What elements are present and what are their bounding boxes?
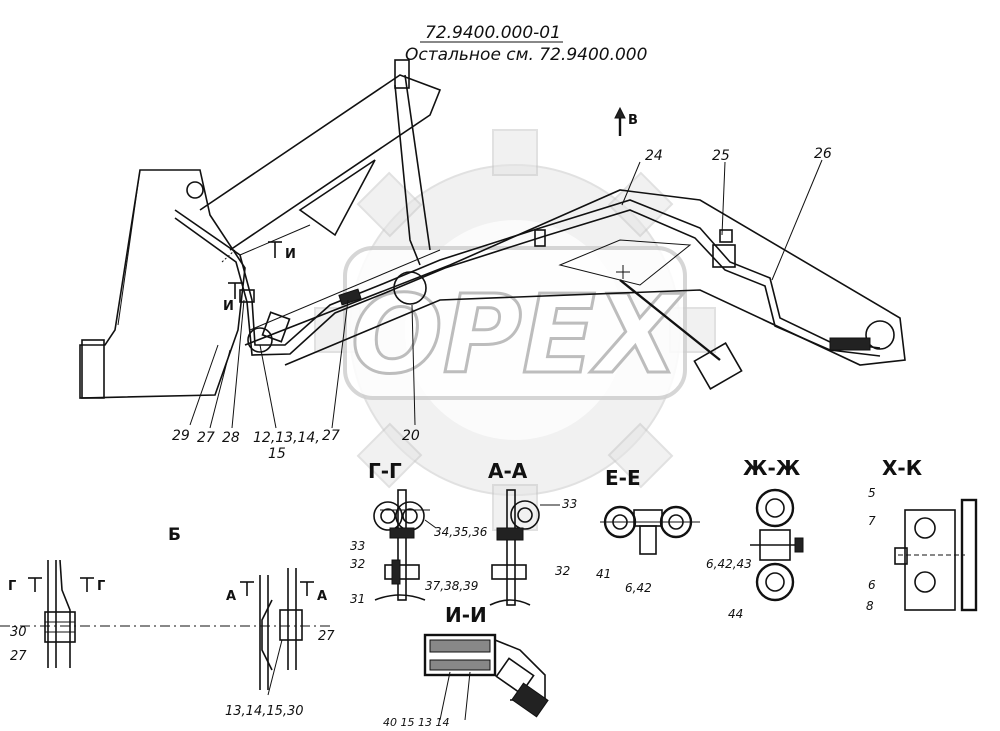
- callout-27a: 27: [197, 430, 215, 446]
- callout-12-13-14: 12,13,14,: [253, 430, 320, 446]
- section-gg-title: Г-Г: [368, 459, 402, 483]
- section-ee: Е-Е 41 6,42: [596, 466, 700, 595]
- view-arrow-label: В: [628, 113, 638, 128]
- section-ee-callout-6-42: 6,42: [625, 581, 652, 595]
- section-gg-callout-37: 37,38,39: [425, 579, 478, 593]
- section-b-callout-30: 30: [10, 625, 27, 640]
- section-b: Б Г Г 30 27 А А 27 13,14,15,30: [0, 525, 335, 719]
- view-arrow: В: [614, 106, 638, 136]
- section-gg-callout-32: 32: [350, 557, 365, 571]
- section-gg-callout-33: 33: [350, 539, 365, 553]
- section-xk-callout-6: 6: [868, 578, 876, 592]
- section-b-callout-bottom: 13,14,15,30: [225, 704, 304, 719]
- section-ii: И-И 40 15 13 14: [383, 603, 549, 729]
- section-zz: Ж-Ж 6,42,43 44: [706, 456, 804, 621]
- section-gg: Г-Г 34,35,36 33 32 37,38,39 31: [350, 459, 488, 606]
- section-zz-callout-6-42-43: 6,42,43: [706, 557, 752, 571]
- section-xk-callout-7: 7: [868, 514, 876, 528]
- drawing-number: 72.9400.000-01: [425, 23, 561, 43]
- section-ii-title: И-И: [445, 603, 487, 627]
- section-zz-title: Ж-Ж: [743, 456, 801, 480]
- section-xk-callout-5: 5: [868, 486, 876, 500]
- callout-25: 25: [712, 148, 730, 164]
- callout-26: 26: [814, 146, 832, 162]
- cut-mark-i-upper: И: [285, 247, 296, 262]
- section-aa: А-А 33 32: [488, 459, 577, 606]
- callout-15: 15: [268, 446, 286, 462]
- section-gg-callout-31: 31: [350, 592, 365, 606]
- section-aa-callout-32: 32: [555, 564, 570, 578]
- section-xk-title: Х-К: [882, 456, 923, 480]
- section-ee-title: Е-Е: [605, 466, 641, 490]
- section-zz-callout-44: 44: [728, 607, 743, 621]
- watermark-logo: OPEX: [314, 129, 716, 531]
- section-xk-callout-8: 8: [866, 599, 874, 613]
- section-b-mark-g-left: Г: [8, 579, 16, 594]
- callout-29: 29: [172, 428, 190, 444]
- section-ee-callout-41: 41: [596, 567, 611, 581]
- section-b-callout-27-left: 27: [10, 649, 27, 664]
- main-view-loader: И И: [79, 59, 906, 429]
- section-aa-title: А-А: [488, 459, 528, 483]
- section-b-callout-27-right: 27: [318, 629, 335, 644]
- section-xk: Х-К 5 7 6 8: [866, 456, 978, 613]
- section-b-mark-a-right: А: [317, 589, 327, 604]
- section-gg-callout-34: 34,35,36: [434, 525, 488, 539]
- section-b-title: Б: [168, 525, 181, 545]
- callout-20: 20: [402, 428, 420, 444]
- section-b-mark-a-left: А: [226, 589, 236, 604]
- drawing-note: Остальное см. 72.9400.000: [405, 45, 647, 65]
- cut-mark-i-lower: И: [223, 299, 234, 314]
- callout-24: 24: [645, 148, 663, 164]
- callout-27b: 27: [322, 428, 340, 444]
- section-ii-callout-bottom: 40 15 13 14: [383, 716, 449, 729]
- callout-28: 28: [222, 430, 240, 446]
- section-aa-callout-33: 33: [562, 497, 577, 511]
- section-b-mark-g-right: Г: [97, 579, 105, 594]
